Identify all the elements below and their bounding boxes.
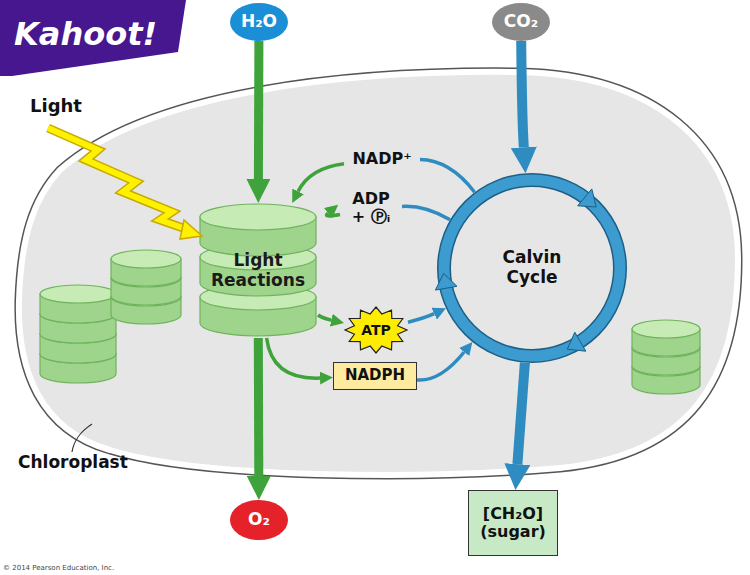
node-text: Chloroplast [18, 453, 128, 473]
connector [517, 363, 525, 464]
node-text: Calvin Cycle [487, 248, 577, 287]
chloroplast-membrane [19, 72, 738, 475]
connector-line [402, 206, 450, 220]
connector [267, 338, 320, 378]
light-bolt-head [180, 220, 202, 239]
node-text: H₂O [241, 12, 277, 32]
energy-starburst: ATP [344, 306, 408, 354]
thylakoid-top [111, 250, 181, 268]
connector-line [521, 41, 524, 147]
node-text: NADPH [345, 367, 405, 384]
chloroplast-outline: Chloroplast Light Reactions Calvin CycleAT… [10, 65, 745, 490]
connector [318, 315, 331, 320]
connector-line [408, 314, 434, 323]
connector-line [267, 338, 320, 378]
connector-line [517, 363, 525, 464]
cycle-arrowhead [567, 332, 586, 351]
connector [521, 41, 524, 147]
node-text: [CH₂O] (sugar) [473, 505, 553, 542]
leader-line [72, 424, 92, 452]
cycle-ring [444, 180, 620, 356]
output-box: [CH₂O] (sugar) [468, 490, 558, 556]
node-text: O₂ [248, 510, 270, 530]
thylakoid-top [40, 285, 116, 303]
node-content: H₂O [230, 3, 288, 41]
oval-fill [492, 3, 550, 41]
thylakoid-top [200, 204, 316, 230]
edge-label: NADP⁺ [348, 150, 416, 168]
connector-line [420, 160, 475, 193]
light-bolt-outline [48, 128, 186, 229]
output-oval: O₂ [230, 500, 288, 540]
connector [258, 41, 260, 179]
node-text: CO₂ [504, 12, 538, 32]
light-label: Light [30, 96, 82, 117]
light-bolt [48, 128, 186, 229]
connector [408, 314, 434, 323]
cycle-ring-outline [444, 180, 620, 356]
node-content: NADPH [334, 363, 416, 389]
node-content: Calvin Cycle [437, 173, 627, 363]
node-content: [CH₂O] (sugar) [469, 491, 557, 555]
cycle-arrowhead [578, 189, 597, 207]
node-content: ATP [344, 306, 408, 354]
logo-watermark: Kahoot! [14, 16, 157, 53]
oval-fill [230, 500, 288, 540]
node-content: Chloroplast [10, 65, 745, 490]
cycle-circle: Calvin Cycle [437, 173, 627, 363]
connector [298, 160, 475, 193]
carrier-box: NADPH [333, 362, 417, 390]
thylakoid-stack: Light Reactions [198, 203, 318, 338]
edge-label: ADP + Ⓟᵢ [344, 190, 398, 227]
connector-line [254, 41, 264, 179]
node-text: Light Reactions [202, 251, 314, 290]
copyright-note: © 2014 Pearson Education, Inc. [3, 564, 114, 572]
input-oval: CO₂ [492, 3, 550, 41]
node-content: O₂ [230, 500, 288, 540]
thylakoid-top [632, 320, 700, 338]
connector-line [327, 213, 340, 216]
oval-fill [230, 3, 288, 41]
chloroplast-rim [19, 72, 738, 475]
starburst-fill [345, 307, 407, 353]
connector [258, 338, 260, 476]
input-oval: H₂O [230, 3, 288, 41]
node-content: CO₂ [492, 3, 550, 41]
connector-line [318, 315, 331, 320]
connector [327, 206, 451, 220]
cycle-arrowhead [435, 273, 457, 290]
connector-line [298, 164, 344, 192]
chloroplast-outline-shape [10, 65, 745, 490]
logo-banner-shape [0, 0, 186, 76]
connector-line [254, 338, 264, 476]
node-text: ATP [361, 322, 391, 338]
connector [417, 352, 464, 380]
thylakoid-group [200, 204, 316, 336]
node-content: Light Reactions [198, 203, 318, 338]
connector-line [417, 352, 464, 380]
